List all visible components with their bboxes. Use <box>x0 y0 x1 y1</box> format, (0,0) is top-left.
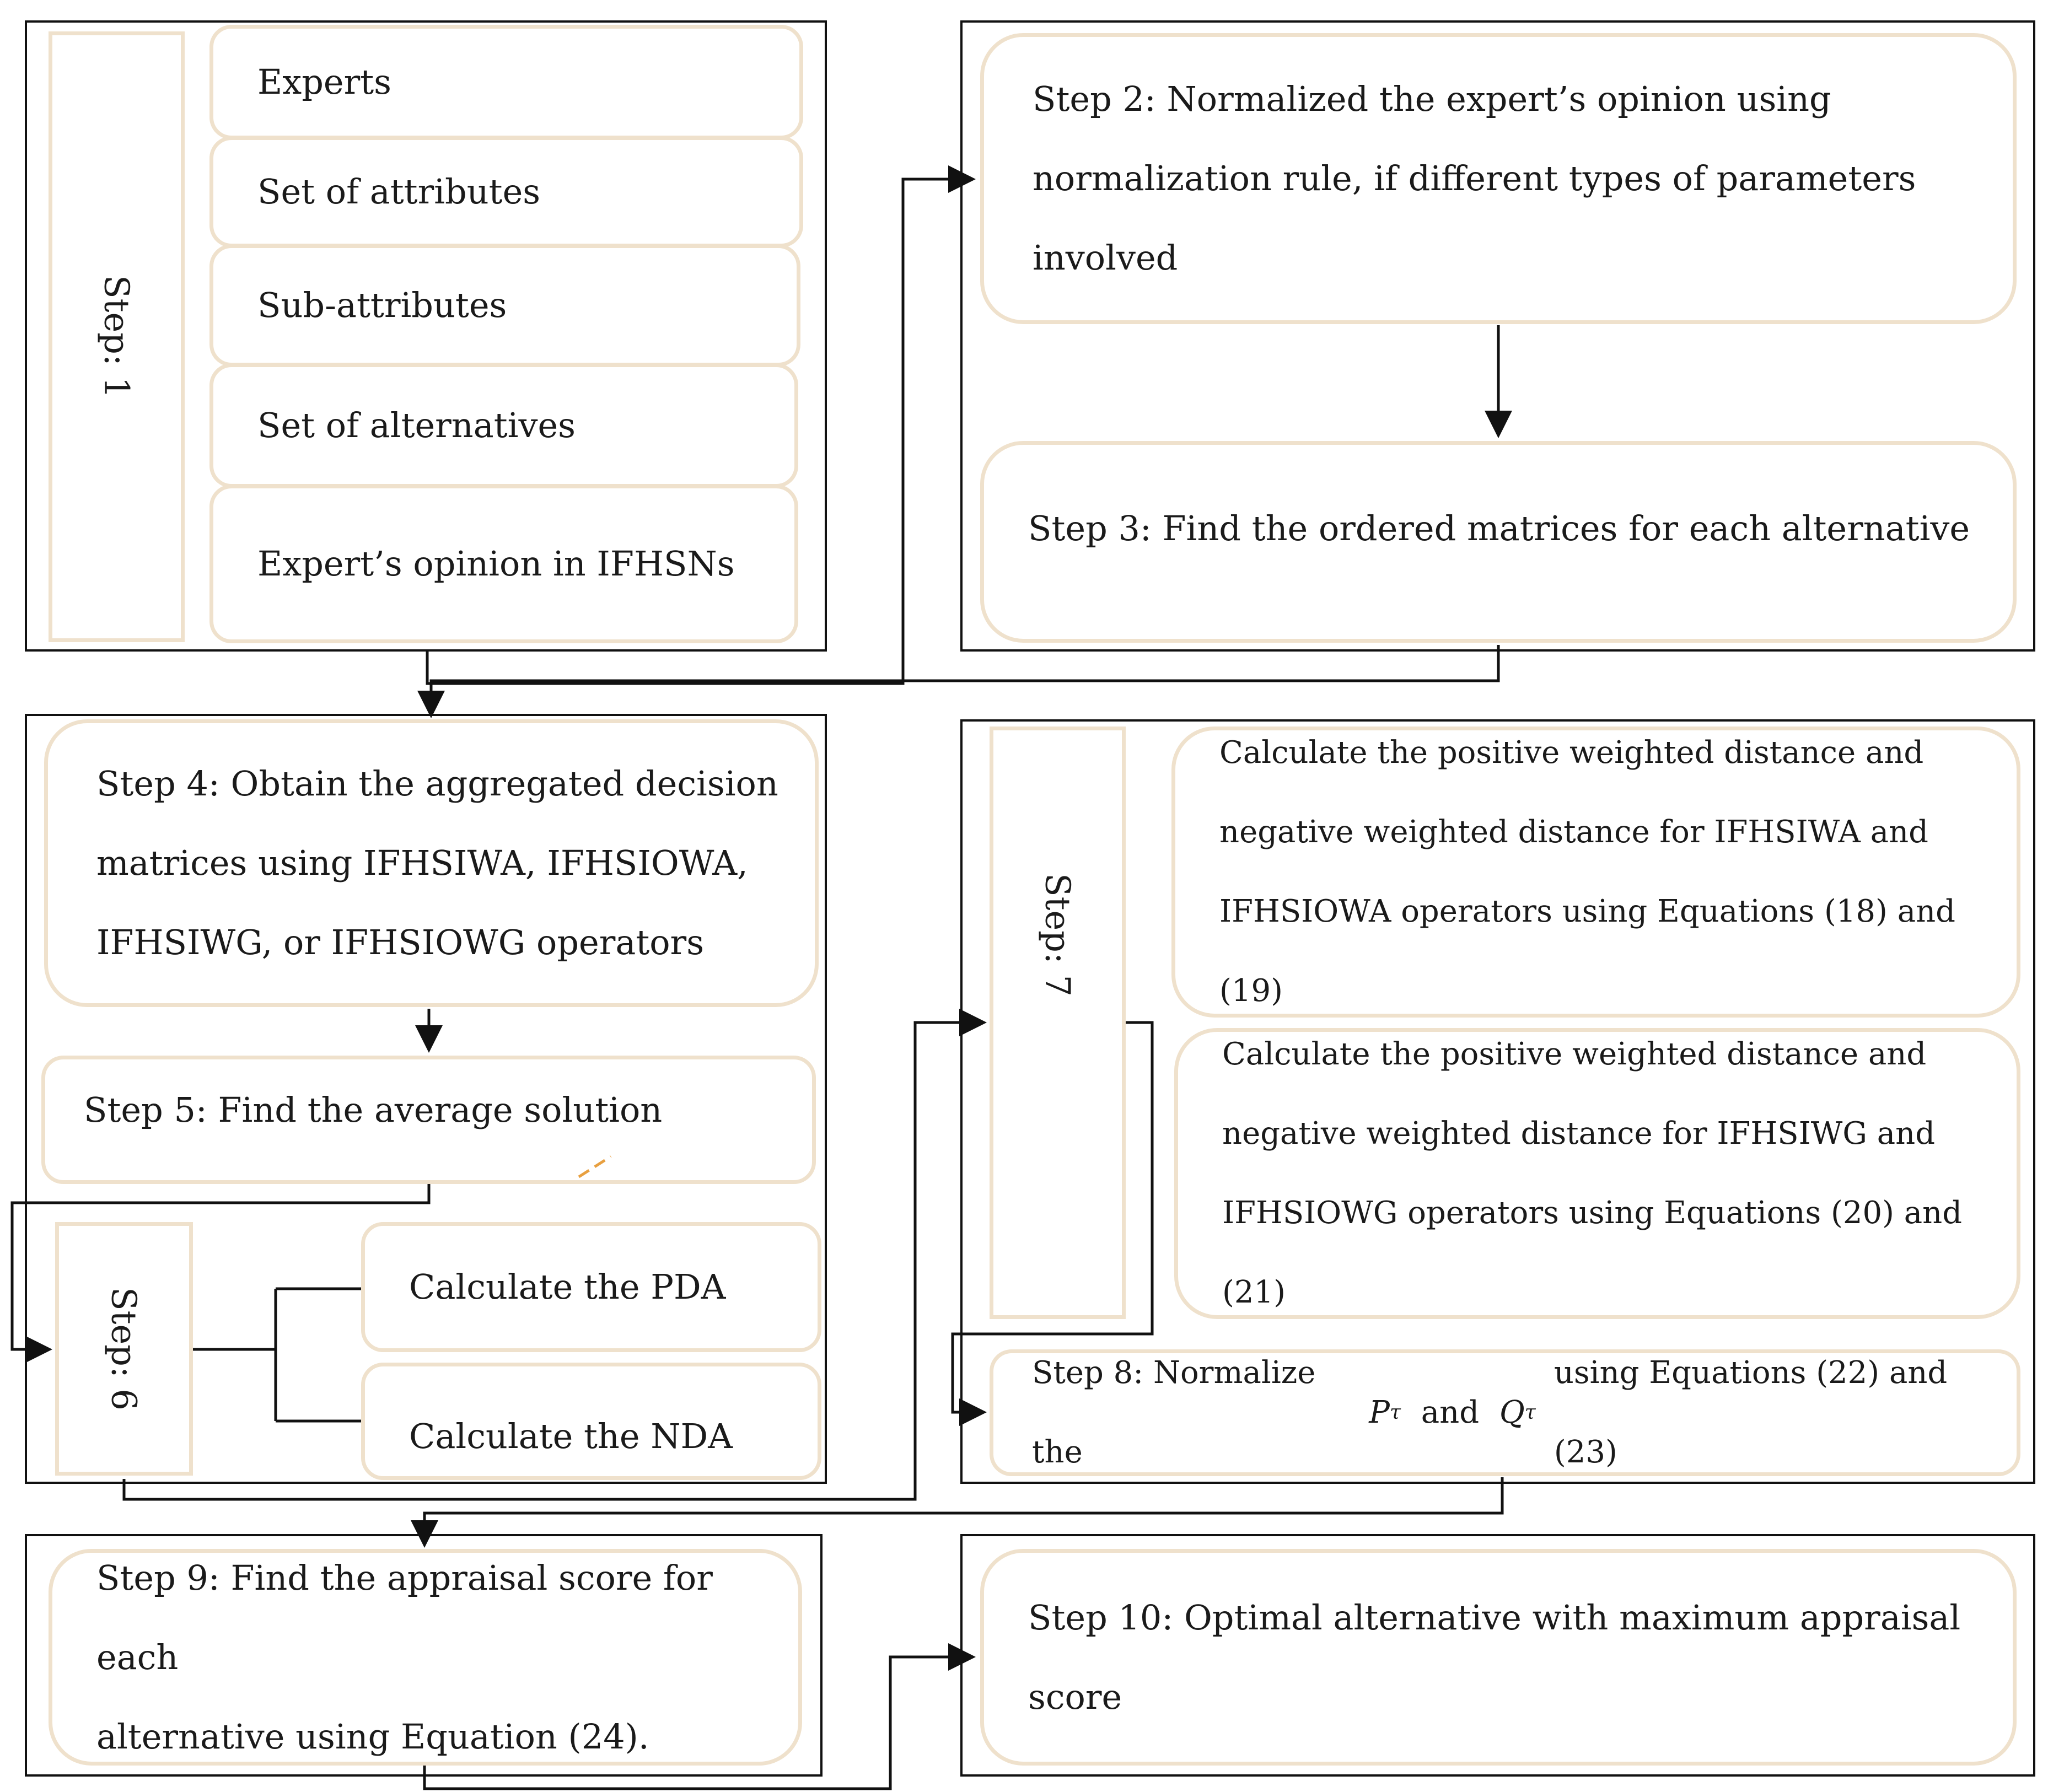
step4-box: Step 4: Obtain the aggregated decision m… <box>44 719 819 1007</box>
step7-box-2: Calculate the positive weighted distance… <box>1174 1028 2020 1319</box>
step10-text: Step 10: Optimal alternative with maximu… <box>1028 1597 1961 1717</box>
step1-label: Step: 1 <box>96 275 137 399</box>
step1-item-expert-opinion: Expert’s opinion in IFHSNs <box>209 485 798 643</box>
step1-item-experts: Experts <box>209 25 803 139</box>
step2-text: Step 2: Normalized the expert’s opinion … <box>1033 79 1916 278</box>
step1-item-label: Set of alternatives <box>257 405 576 445</box>
step7-label-box: Step: 7 <box>990 727 1126 1319</box>
step8-prefix: Step 8: Normalize the <box>1032 1355 1316 1470</box>
step6-nda-box: Calculate the NDA <box>361 1363 821 1480</box>
step8-and: and <box>1421 1395 1480 1430</box>
step3-box: Step 3: Find the ordered matrices for ea… <box>980 441 2017 643</box>
step1-item-sub-attributes: Sub-attributes <box>209 244 800 367</box>
step7-box-1: Calculate the positive weighted distance… <box>1171 727 2020 1018</box>
step1-item-label: Set of attributes <box>257 171 541 212</box>
step7-box1-text: Calculate the positive weighted distance… <box>1219 735 1956 1009</box>
step2-box: Step 2: Normalized the expert’s opinion … <box>980 33 2017 324</box>
step1-item-alternatives: Set of alternatives <box>209 363 798 488</box>
step6-pda-text: Calculate the PDA <box>409 1267 726 1307</box>
step9-text: Step 9: Find the appraisal score for eac… <box>96 1557 713 1757</box>
step9-box: Step 9: Find the appraisal score for eac… <box>49 1549 802 1766</box>
step7-label: Step: 7 <box>1038 873 1078 997</box>
step5-box: Step 5: Find the average solution <box>41 1056 816 1184</box>
step8-p-symbol: P <box>1369 1395 1390 1430</box>
step8-suffix: using Equations (22) and (23) <box>1554 1355 1948 1470</box>
step6-label: Step: 6 <box>104 1287 144 1411</box>
arrow-step3-to-step4 <box>417 645 1500 718</box>
step7-box2-text: Calculate the positive weighted distance… <box>1222 1036 1963 1310</box>
step4-text: Step 4: Obtain the aggregated decision m… <box>96 763 778 962</box>
step8-q-symbol: Q <box>1499 1395 1525 1430</box>
step1-item-label: Expert’s opinion in IFHSNs <box>257 543 735 584</box>
step1-label-box: Step: 1 <box>49 31 185 642</box>
step3-text: Step 3: Find the ordered matrices for ea… <box>1028 508 1970 548</box>
step5-text: Step 5: Find the average solution <box>84 1090 663 1130</box>
step6-label-box: Step: 6 <box>55 1222 193 1476</box>
step1-item-label: Experts <box>257 62 391 102</box>
step1-item-label: Sub-attributes <box>257 285 507 325</box>
step1-item-attributes: Set of attributes <box>209 136 803 247</box>
step6-nda-text: Calculate the NDA <box>409 1416 733 1456</box>
step6-pda-box: Calculate the PDA <box>361 1222 821 1352</box>
step10-box: Step 10: Optimal alternative with maximu… <box>980 1549 2017 1766</box>
